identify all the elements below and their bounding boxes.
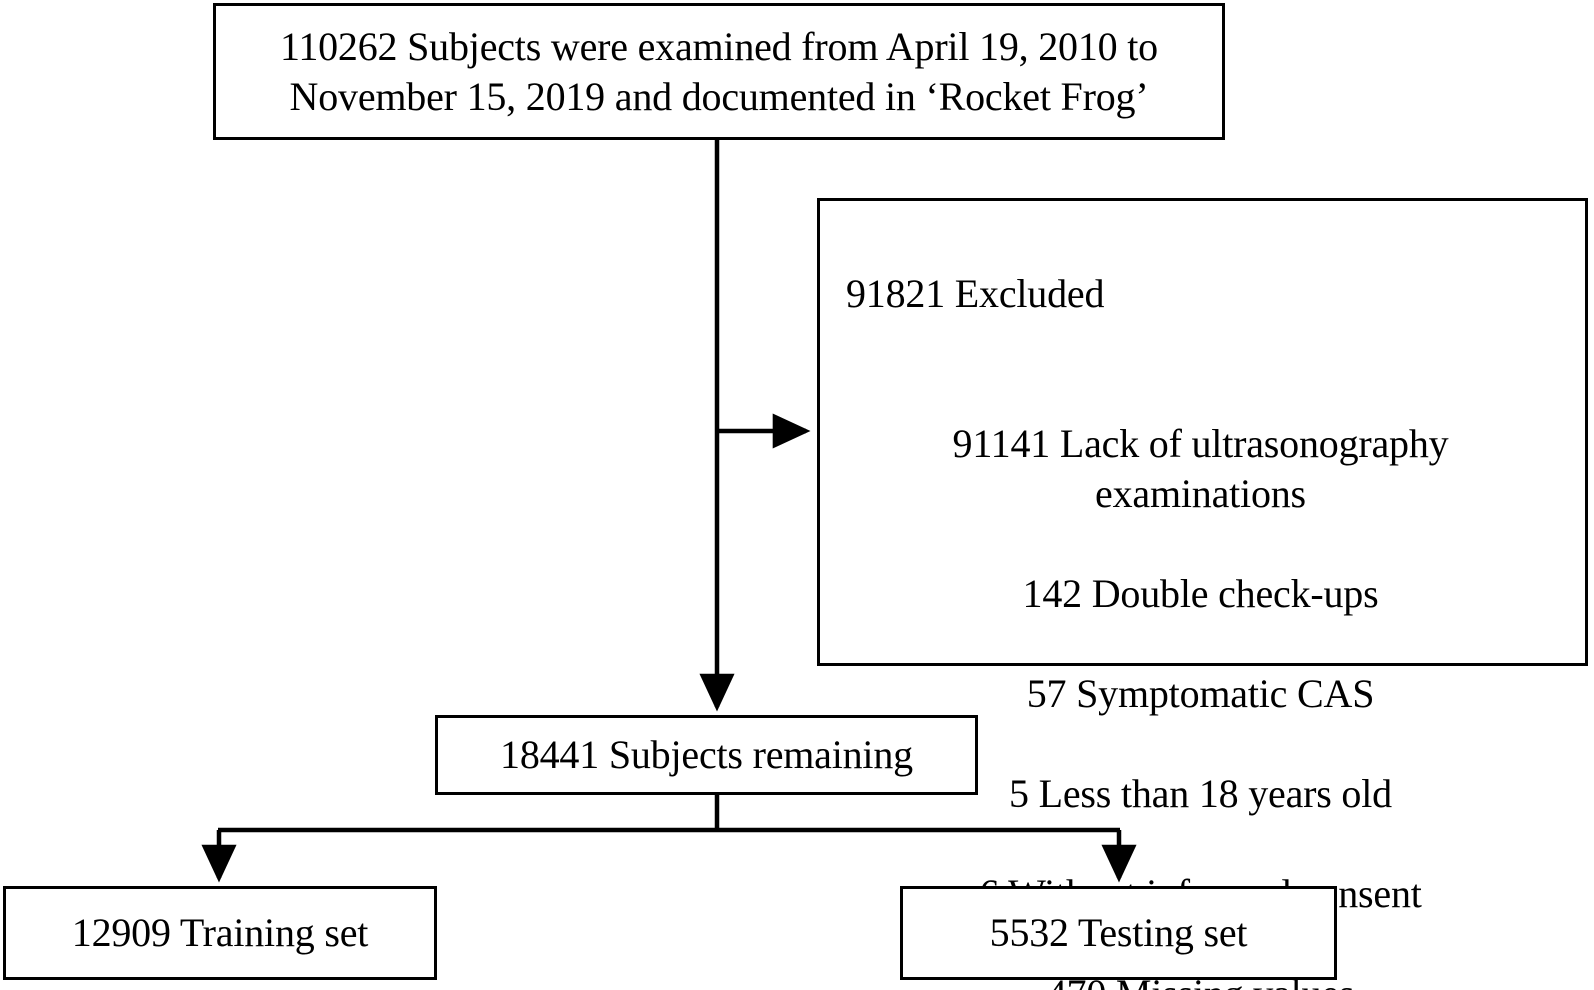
node-remaining-label: 18441 Subjects remaining bbox=[500, 732, 913, 777]
node-source-cohort: 110262 Subjects were examined from April… bbox=[213, 3, 1225, 140]
node-excluded: 91821 Excluded 91141 Lack of ultrasonogr… bbox=[817, 198, 1588, 990]
connector-remaining-split bbox=[218, 795, 1120, 833]
excluded-reason-item: 91141 Lack of ultrasonography examinatio… bbox=[952, 421, 1449, 516]
node-source-label: 110262 Subjects were examined from April… bbox=[280, 23, 1158, 119]
excluded-reason-item: 5 Less than 18 years old bbox=[1009, 771, 1392, 816]
excluded-reason-item: 57 Symptomatic CAS bbox=[1026, 671, 1375, 716]
node-training-set: 12909 Training set bbox=[3, 886, 437, 980]
node-remaining-subjects: 18441 Subjects remaining bbox=[435, 715, 978, 795]
excluded-reason-item: 142 Double check-ups bbox=[1022, 571, 1379, 616]
node-testing-label: 5532 Testing set bbox=[989, 910, 1248, 955]
node-testing-set: 5532 Testing set bbox=[900, 886, 1337, 980]
excluded-heading: 91821 Excluded bbox=[846, 271, 1105, 316]
node-training-label: 12909 Training set bbox=[71, 910, 369, 955]
